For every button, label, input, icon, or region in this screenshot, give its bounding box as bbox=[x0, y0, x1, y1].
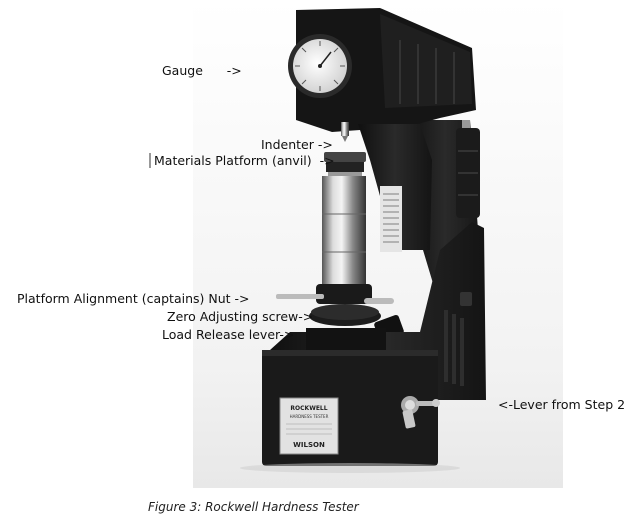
gauge-needle bbox=[319, 51, 332, 67]
brand-plate-line1: ROCKWELL bbox=[290, 405, 327, 412]
elevating-screw bbox=[322, 176, 366, 284]
side-badge bbox=[460, 292, 472, 306]
side-vents bbox=[444, 310, 464, 386]
captains-handle-left bbox=[276, 294, 324, 299]
indenter bbox=[341, 122, 349, 136]
brand-plate-line2: HARDNESS TESTER bbox=[290, 414, 329, 419]
column-nameplate bbox=[380, 186, 402, 252]
indenter-label: Indenter -> bbox=[261, 137, 333, 152]
zero-adjusting-label: Zero Adjusting screw-> bbox=[167, 309, 314, 324]
anvil-platform bbox=[324, 152, 366, 162]
gauge-label: Gauge -> bbox=[162, 63, 242, 78]
materials-platform-label: Materials Platform (anvil) -> bbox=[154, 153, 335, 168]
platform-alignment-label: Platform Alignment (captains) Nut -> bbox=[17, 291, 250, 306]
step2-lever bbox=[401, 396, 440, 429]
lever-step2-label: <-Lever from Step 2 bbox=[498, 397, 626, 412]
figure-caption: Figure 3: Rockwell Hardness Tester bbox=[148, 500, 359, 514]
brand-plate bbox=[279, 397, 339, 455]
load-release-label: Load Release lever-> bbox=[162, 327, 295, 342]
captains-nut bbox=[316, 284, 372, 304]
brand-plate-line3: WILSON bbox=[293, 441, 325, 449]
captains-handle-right bbox=[364, 298, 394, 304]
